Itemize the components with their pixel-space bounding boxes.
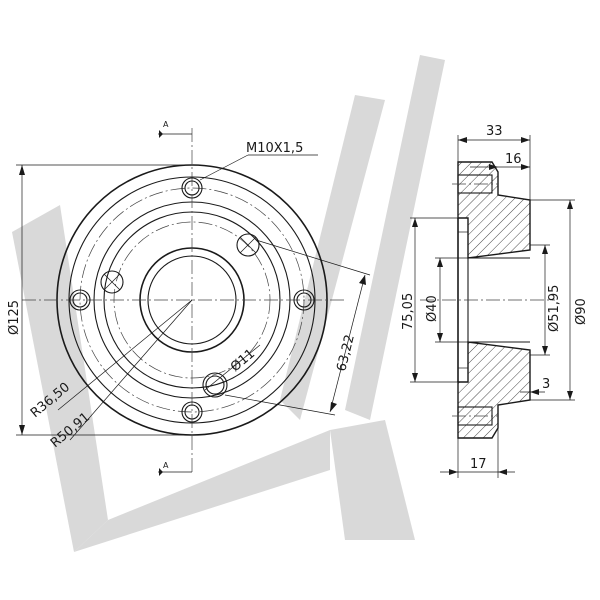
thread-label: M10X1,5 <box>246 141 303 156</box>
section-view: 33 16 75,05 Ø40 Ø51,95 Ø90 <box>401 124 589 478</box>
outer-diameter-label: Ø125 <box>7 300 22 335</box>
height-75-label: 75,05 <box>401 293 416 330</box>
width-flange-label: 16 <box>505 152 522 167</box>
width-total-label: 33 <box>486 124 503 139</box>
outer-bolt-holes <box>69 177 315 423</box>
diameter-90-label: Ø90 <box>574 298 589 325</box>
flange-thickness-label: 17 <box>470 457 487 472</box>
section-marker-bottom: A <box>163 461 169 470</box>
diameter-51-label: Ø51,95 <box>547 285 562 332</box>
step-label: 3 <box>542 377 550 392</box>
section-marker-top: A <box>163 120 169 129</box>
bore-label: Ø40 <box>425 295 440 322</box>
inner-holes <box>100 233 260 398</box>
watermark-logo <box>12 55 445 552</box>
